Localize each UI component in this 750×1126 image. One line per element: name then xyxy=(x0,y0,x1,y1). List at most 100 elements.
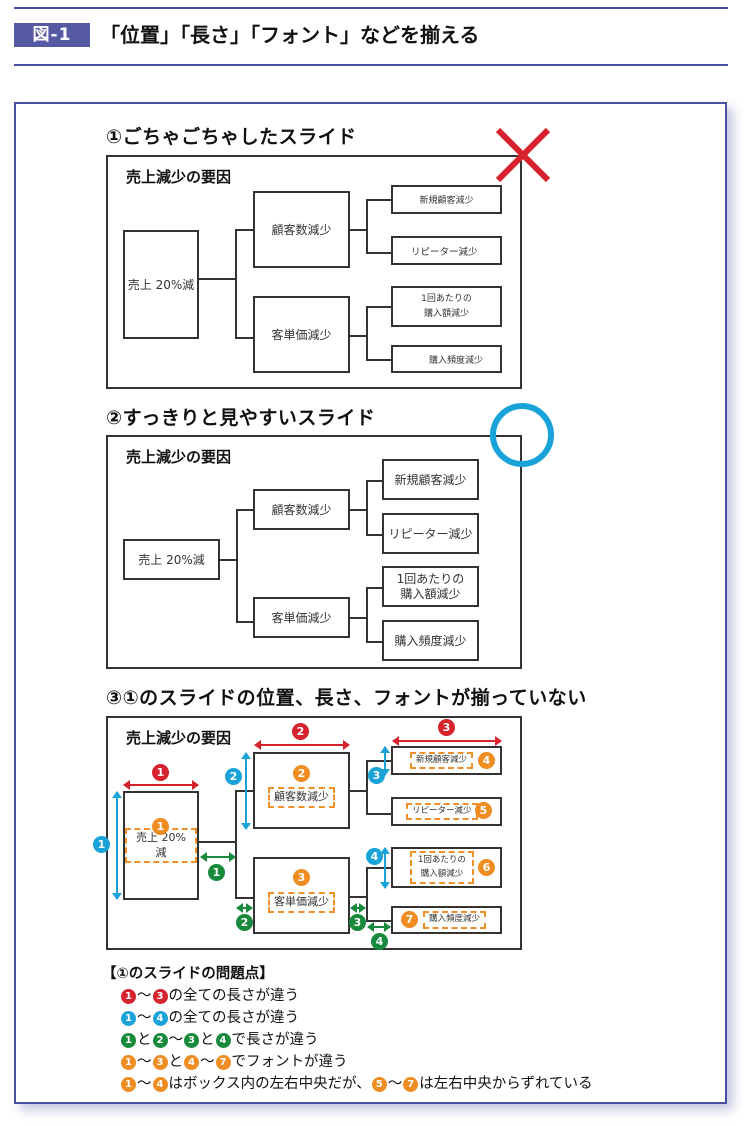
slide-3-leaf-box: リピーター減少 xyxy=(391,797,502,826)
blue-marker-4: 4 xyxy=(366,848,383,865)
connector xyxy=(366,587,368,643)
connector xyxy=(235,790,237,899)
connector xyxy=(350,335,367,337)
slide-2-leaf-box: 新規顧客減少 xyxy=(382,459,479,500)
leaf-label: 1回あたりの 購入額減少 xyxy=(396,571,465,601)
connector xyxy=(366,306,368,361)
red-length-arrow-1 xyxy=(123,780,199,790)
blue-marker-2: 2 xyxy=(225,768,242,785)
connector xyxy=(235,229,237,338)
leaf-label: 新規顧客減少 xyxy=(419,196,474,206)
connector xyxy=(199,841,236,843)
green-marker-3: 3 xyxy=(349,914,366,931)
slide-2-branch-box: 顧客数減少 xyxy=(253,489,350,530)
problem-text: はボックス内の左右中央だが、 xyxy=(168,1076,371,1092)
leaf-label: リピーター減少 xyxy=(388,527,473,541)
cross-icon xyxy=(495,127,551,183)
problem-text: と xyxy=(200,1032,215,1048)
slide-3-leaf-box: 1回あたりの 購入額減少 xyxy=(391,847,502,888)
leaf-label: 購入頻度減少 xyxy=(423,911,487,929)
connector xyxy=(366,534,383,536)
green-gap-arrow-3 xyxy=(350,903,366,913)
connector xyxy=(366,199,392,201)
connector xyxy=(235,897,254,899)
connector xyxy=(366,867,392,869)
red-marker-2: 2 xyxy=(292,723,309,740)
orange-marker-7: 7 xyxy=(215,1054,231,1070)
connector xyxy=(236,509,238,623)
slide-2-branch-box: 客単価減少 xyxy=(253,597,350,638)
connector xyxy=(235,790,254,792)
blue-height-arrow-1 xyxy=(112,791,122,900)
slide-1-leaf-box: リピーター減少 xyxy=(391,236,502,265)
slide-1-branch-box: 客単価減少 xyxy=(253,296,350,373)
green-marker-2: 2 xyxy=(236,914,253,931)
orange-marker-3: 3 xyxy=(293,869,310,886)
connector xyxy=(366,641,383,643)
section-3-title: ③①のスライドの位置、長さ、フォントが揃っていない xyxy=(106,687,587,709)
top-rule xyxy=(14,7,728,9)
red-length-arrow-3 xyxy=(392,736,502,746)
orange-marker-2: 2 xyxy=(293,765,310,782)
problem-text: の全ての長さが違う xyxy=(168,988,300,1004)
problem-text: と xyxy=(137,1032,152,1048)
connector xyxy=(350,896,367,898)
blue-marker-3: 3 xyxy=(368,767,385,784)
connector xyxy=(366,813,392,815)
circle-icon xyxy=(490,403,554,467)
connector xyxy=(366,480,368,536)
orange-marker-6: 6 xyxy=(478,859,495,876)
orange-marker-4: 4 xyxy=(478,752,495,769)
connector xyxy=(366,587,383,589)
leaf-label: リピーター減少 xyxy=(406,802,478,821)
leaf-label: 1回あたりの 購入額減少 xyxy=(410,850,474,885)
orange-marker-4: 4 xyxy=(184,1054,199,1070)
leaf-label: 新規顧客減少 xyxy=(410,751,474,770)
red-marker-3: 3 xyxy=(152,988,168,1004)
problem-text: は左右中央からずれている xyxy=(419,1076,593,1092)
connector xyxy=(366,306,392,308)
green-marker-1: 1 xyxy=(208,864,225,881)
blue-marker-1: 1 xyxy=(93,836,110,853)
orange-marker-5: 5 xyxy=(475,802,492,819)
red-marker-1: 1 xyxy=(121,988,136,1004)
section-1-title: ①ごちゃごちゃしたスライド xyxy=(106,126,357,148)
orange-marker-7: 7 xyxy=(403,1076,419,1092)
slide-1-branch-box: 顧客数減少 xyxy=(253,191,350,268)
connector xyxy=(236,509,254,511)
problem-text: と xyxy=(168,1054,184,1070)
green-marker-1: 1 xyxy=(121,1032,136,1048)
orange-marker-7: 7 xyxy=(401,911,418,928)
problem-text: 〜 xyxy=(168,1032,184,1048)
problem-text: 〜 xyxy=(137,1054,152,1070)
connector xyxy=(235,337,254,339)
header-bottom-rule xyxy=(14,64,728,66)
slide-3-root-box: 売上 20%減 xyxy=(123,791,199,900)
connector xyxy=(235,229,254,231)
slide-3-branch-box: 顧客数減少 xyxy=(253,752,350,829)
root-label: 売上 20%減 xyxy=(138,553,205,567)
connector xyxy=(350,229,367,231)
connector xyxy=(366,359,392,361)
connector xyxy=(366,760,368,815)
branch-label: 客単価減少 xyxy=(271,611,332,625)
green-gap-arrow-1 xyxy=(200,852,236,862)
branch-label: 客単価減少 xyxy=(271,328,332,342)
orange-marker-1: 1 xyxy=(121,1076,136,1092)
problem-text: 〜 xyxy=(200,1054,215,1070)
slide-1-leaf-box: 購入頻度減少 xyxy=(391,345,502,373)
problem-text: の全ての長さが違う xyxy=(168,1010,300,1026)
green-gap-arrow-4 xyxy=(367,922,391,932)
branch-label: 顧客数減少 xyxy=(268,787,335,808)
connector xyxy=(220,559,237,561)
slide-2-leaf-box: リピーター減少 xyxy=(382,513,479,554)
blue-marker-4: 4 xyxy=(152,1010,168,1026)
green-marker-4: 4 xyxy=(215,1032,231,1048)
blue-height-arrow-2 xyxy=(241,752,251,830)
red-length-arrow-2 xyxy=(254,740,350,750)
slide-3-title: 売上減少の要因 xyxy=(126,729,232,747)
green-gap-arrow-2 xyxy=(236,903,253,913)
leaf-label: 1回あたりの 購入額減少 xyxy=(421,294,472,319)
